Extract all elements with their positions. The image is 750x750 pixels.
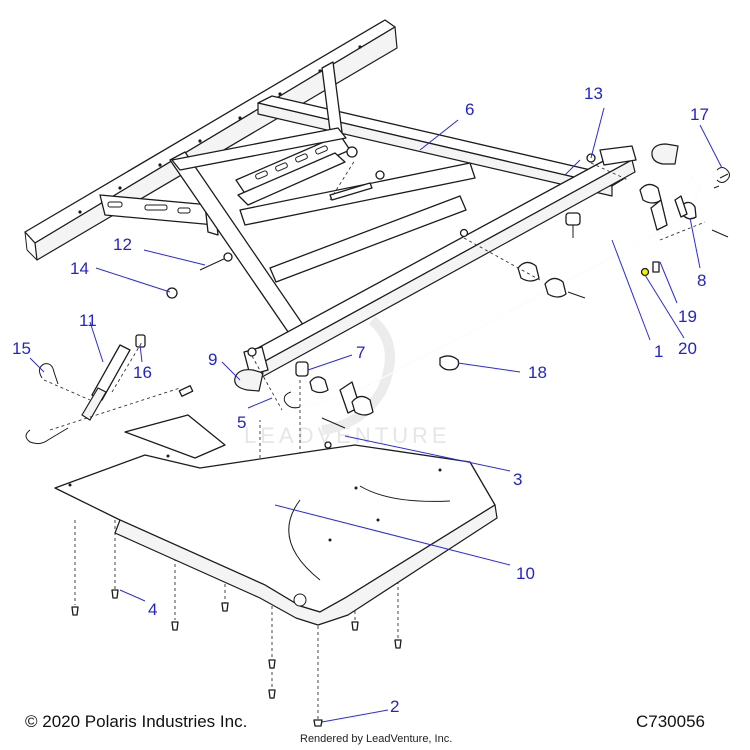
callout-4: 4 bbox=[148, 600, 157, 619]
diagram-code: C730056 bbox=[636, 712, 706, 731]
skid-plate bbox=[54, 414, 498, 626]
callout-19: 19 bbox=[678, 307, 697, 326]
callout-15: 15 bbox=[12, 339, 31, 358]
callout-8: 8 bbox=[697, 271, 706, 290]
clamp-brackets bbox=[309, 183, 697, 416]
callout-7: 7 bbox=[356, 343, 365, 362]
rendered-by-text: Rendered by LeadVenture, Inc. bbox=[300, 733, 453, 745]
caps-and-springs bbox=[234, 143, 730, 392]
callout-20: 20 bbox=[678, 339, 697, 358]
callout-6: 6 bbox=[465, 100, 474, 119]
callout-14: 14 bbox=[70, 259, 89, 278]
callout-2: 2 bbox=[390, 697, 399, 716]
screws bbox=[71, 589, 402, 727]
callout-1: 1 bbox=[654, 342, 663, 361]
watermark-logo bbox=[321, 316, 395, 435]
gas-strut bbox=[25, 334, 194, 445]
bolts bbox=[166, 229, 729, 449]
callout-9: 9 bbox=[208, 350, 217, 369]
callout-18: 18 bbox=[528, 363, 547, 382]
assembly-guides bbox=[43, 159, 706, 720]
callout-13: 13 bbox=[584, 84, 603, 103]
callout-5: 5 bbox=[237, 413, 246, 432]
callout-11: 11 bbox=[79, 311, 97, 330]
stabilizer-bar bbox=[283, 177, 701, 409]
callout-10: 10 bbox=[516, 564, 535, 583]
copyright-text: © 2020 Polaris Industries Inc. bbox=[25, 712, 248, 731]
callout-16: 16 bbox=[133, 363, 152, 382]
callout-17: 17 bbox=[690, 105, 709, 124]
callouts: 1 2 3 4 5 6 7 8 9 10 11 12 13 14 15 16 1… bbox=[12, 84, 723, 723]
frame-assembly bbox=[24, 19, 637, 378]
callout-12: 12 bbox=[113, 235, 132, 254]
callout-3: 3 bbox=[513, 470, 522, 489]
